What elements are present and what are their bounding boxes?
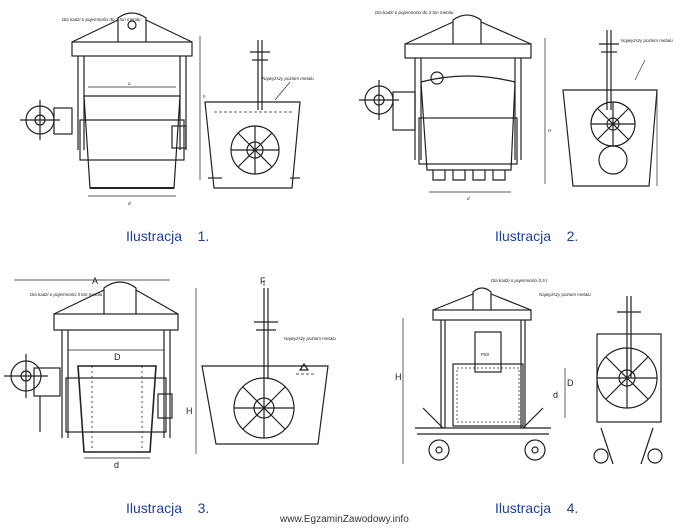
dim-d: d [128,201,131,206]
dim-p50: P50 [481,352,490,357]
dim-H-4: H [395,372,402,382]
illustration-1-drawing: Dla kadzi o pojemności do 3 ton metalu N… [20,12,314,206]
illustration-2-note: Dla kadzi o pojemności do 3 ton metalu [375,10,454,15]
caption-illustration-1: Ilustracja 1. [126,228,210,244]
illustration-1-note: Dla kadzi o pojemności do 3 ton metalu [62,17,141,22]
illustration-3-level-note: Najwyższy poziom metalu [284,336,336,341]
caption-illustration-3: Ilustracja 3. [126,500,210,516]
illustration-2-drawing: Dla kadzi o pojemności do 3 ton metalu N… [359,10,673,201]
illustration-4-drawing: Dla kadzi o pojemności 0,5 t Najwyższy p… [395,278,663,465]
dim-h-2: H [548,128,552,133]
dim-d-4: d [553,390,558,400]
dim-H: H [186,406,193,416]
dim-d-2: d [467,196,470,201]
dim-D-4: D [567,378,574,388]
dim-h: h [203,94,206,99]
dim-F: F [260,276,266,286]
illustration-1-level-note: Najwyższy poziom metalu [262,76,314,81]
dim-D: D [114,352,121,362]
illustration-2-level-note: Najwyższy poziom metalu [621,38,673,43]
illustration-4-note: Dla kadzi o pojemności 0,5 t [491,278,548,283]
illustration-3-note: Dla kadzi o pojemności 3 ton metalu [30,292,103,297]
dim-a: a [128,81,131,86]
caption-illustration-2: Ilustracja 2. [495,228,579,244]
illustration-3-drawing: Dla kadzi o pojemności 3 ton metalu Najw… [4,276,336,470]
watermark: www.EgzaminZawodowy.info [280,514,409,525]
illustration-4-level-note: Najwyższy poziom metalu [539,292,591,297]
dim-A: A [92,276,98,286]
caption-illustration-4: Ilustracja 4. [495,500,579,516]
dim-d-3: d [114,460,119,470]
